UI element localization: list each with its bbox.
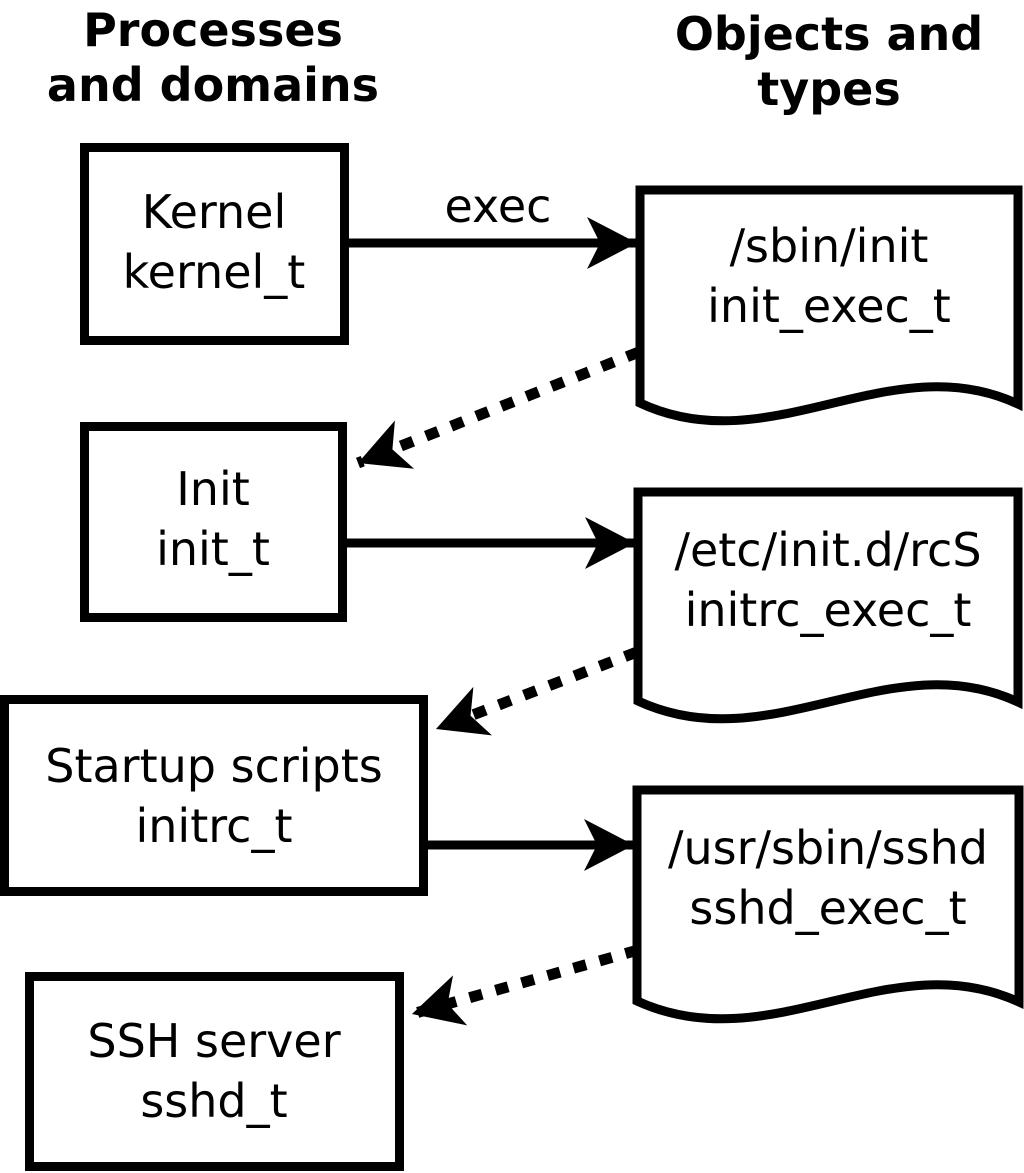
object-doc-etc-initd-rcs-path: /etc/init.d/rcS: [674, 523, 981, 577]
object-doc-etc-initd-rcs-type: initrc_exec_t: [685, 583, 972, 637]
process-box-ssh-server: SSH server sshd_t: [25, 972, 404, 1171]
process-box-kernel-name: Kernel: [142, 185, 287, 239]
process-box-startup-scripts-type: initrc_t: [136, 799, 293, 853]
transition-arrows: [355, 346, 642, 1026]
transition-arrow-initexec-to-init: [355, 346, 642, 469]
object-doc-sbin-init-type: init_exec_t: [707, 279, 951, 333]
object-doc-usr-sbin-sshd-path: /usr/sbin/sshd: [668, 821, 988, 875]
transition-arrow-sshdexec-to-sshd: [410, 944, 640, 1026]
processes-header-line1: Processes: [83, 3, 343, 57]
process-box-init-rect: [80, 422, 347, 622]
exec-arrow-label: exec: [445, 179, 552, 233]
process-box-kernel: Kernel kernel_t: [80, 143, 349, 345]
object-doc-usr-sbin-sshd-shape: [632, 785, 1024, 1024]
process-box-ssh-server-type: sshd_t: [140, 1074, 287, 1128]
object-doc-sbin-init: /sbin/init init_exec_t: [635, 185, 1023, 426]
process-box-init-type: init_t: [156, 522, 270, 576]
process-box-ssh-server-name: SSH server: [87, 1014, 340, 1068]
process-box-startup-scripts-rect: [0, 695, 428, 896]
process-box-init: Init init_t: [80, 422, 347, 622]
transition-arrow-initrcexec-to-initrc: [434, 646, 639, 736]
object-doc-usr-sbin-sshd: /usr/sbin/sshd sshd_exec_t: [632, 785, 1024, 1024]
object-doc-etc-initd-rcs: /etc/init.d/rcS initrc_exec_t: [633, 487, 1023, 724]
processes-header-line2: and domains: [47, 58, 379, 112]
process-box-kernel-type: kernel_t: [123, 245, 306, 299]
object-doc-usr-sbin-sshd-type: sshd_exec_t: [689, 881, 966, 935]
process-box-init-name: Init: [176, 462, 250, 516]
objects-header-line1: Objects and: [675, 7, 983, 61]
process-box-kernel-rect: [80, 143, 349, 345]
process-box-startup-scripts-name: Startup scripts: [45, 739, 383, 793]
object-doc-etc-initd-rcs-shape: [633, 487, 1023, 724]
objects-header-line2: types: [757, 62, 900, 116]
object-doc-sbin-init-path: /sbin/init: [730, 219, 929, 273]
process-box-ssh-server-rect: [25, 972, 404, 1171]
exec-arrows: exec: [347, 179, 637, 871]
object-doc-sbin-init-shape: [635, 185, 1023, 426]
column-headers: Processes and domains Objects and types: [47, 3, 983, 116]
process-box-startup-scripts: Startup scripts initrc_t: [0, 695, 428, 896]
